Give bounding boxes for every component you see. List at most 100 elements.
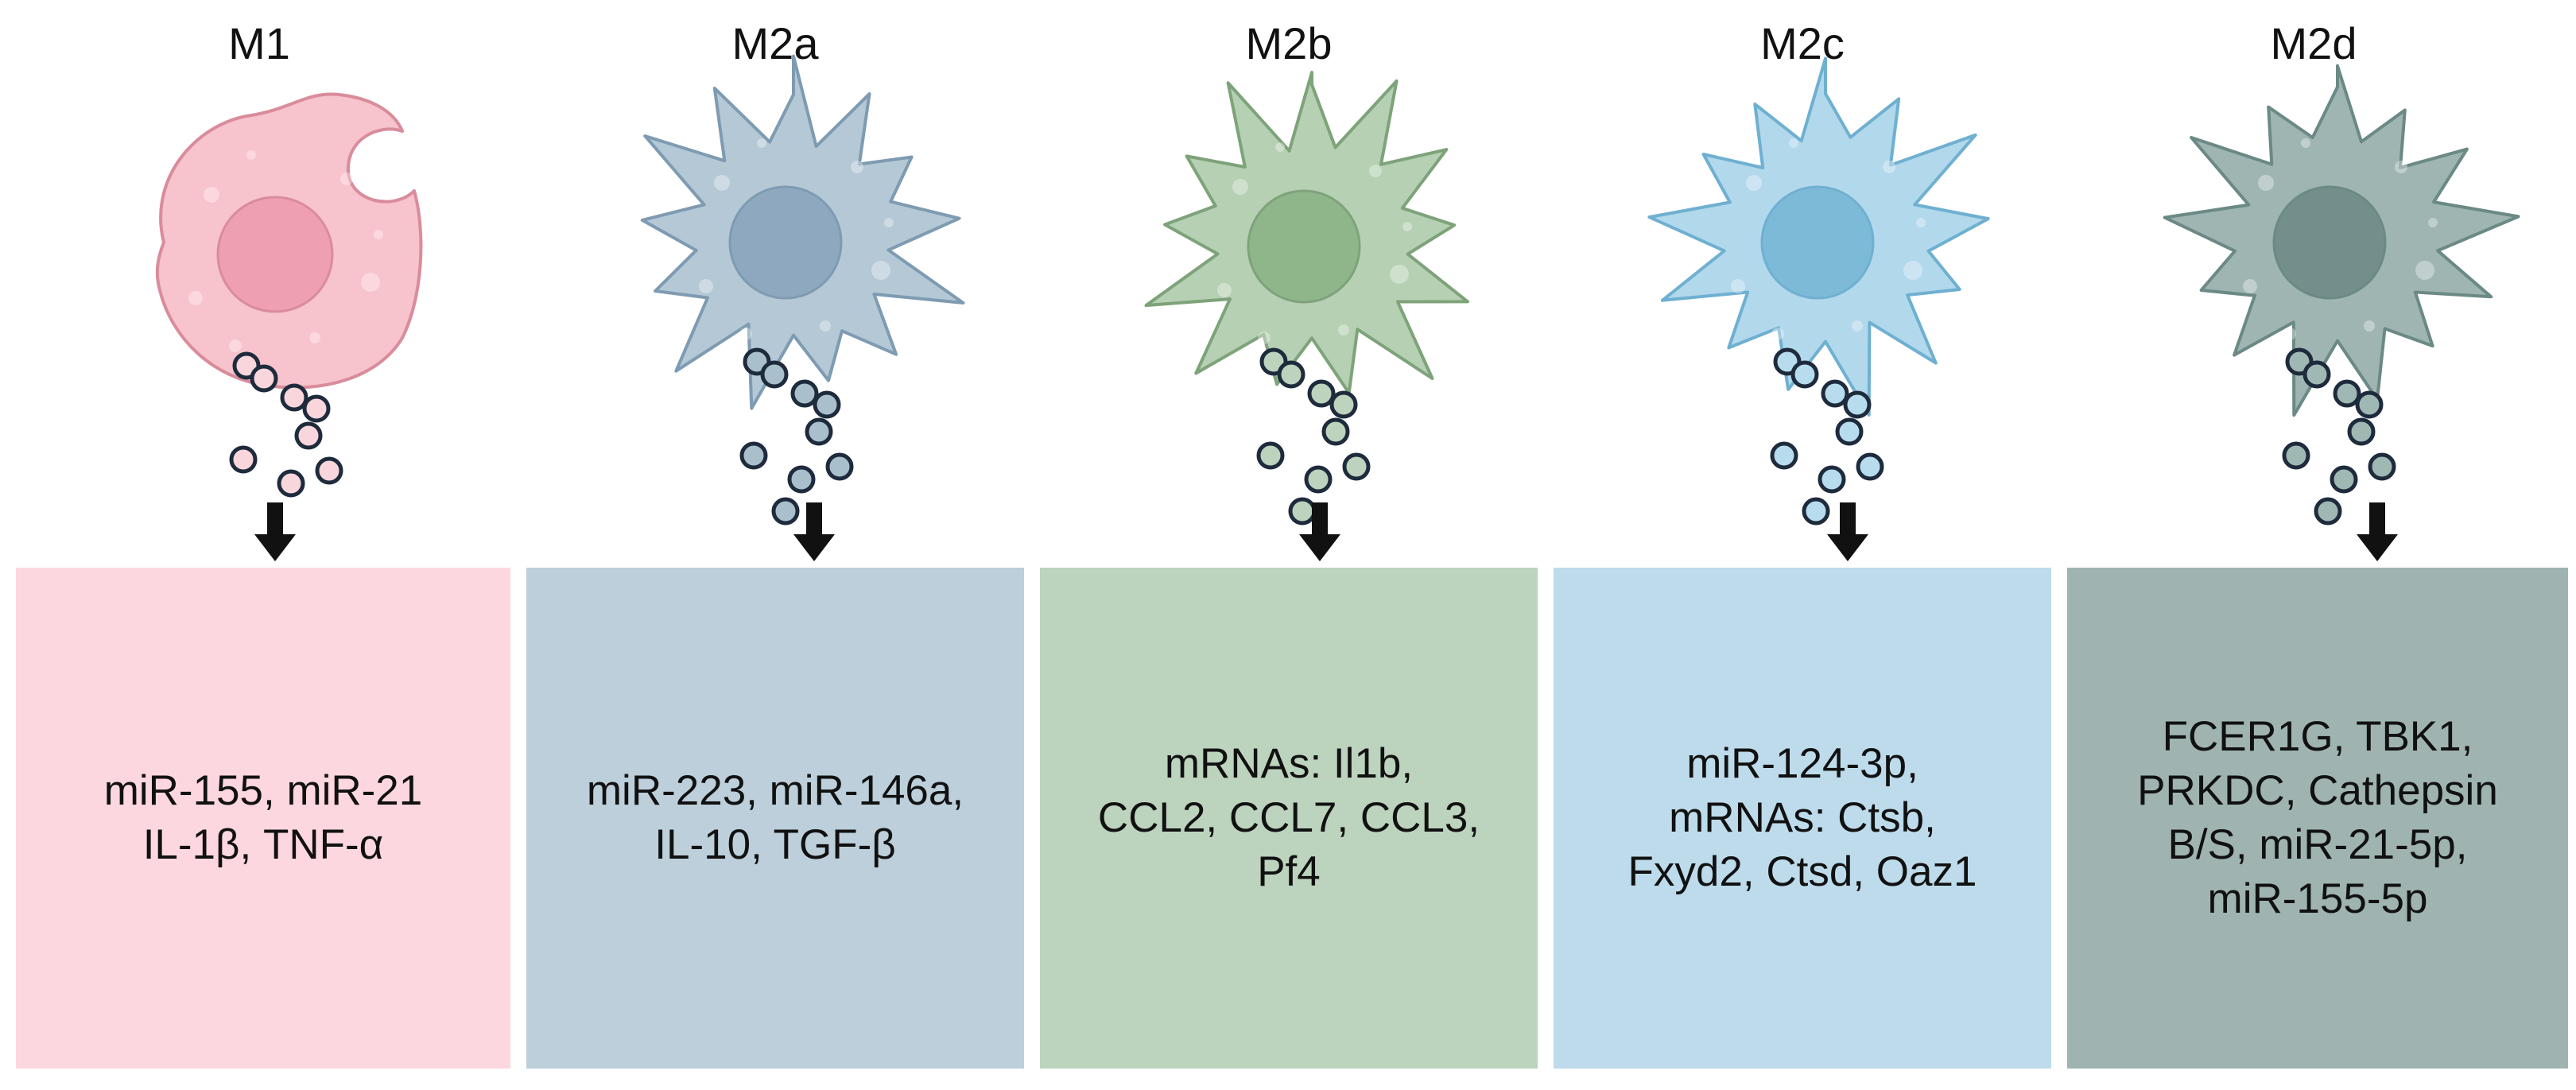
cytoplasm-granule bbox=[2428, 218, 2438, 227]
extracellular-vesicle bbox=[1321, 417, 1350, 446]
marker-line: FCER1G, TBK1, bbox=[2162, 713, 2473, 760]
extracellular-vesicle bbox=[813, 390, 841, 419]
marker-box-m2b: mRNAs: Il1b, CCL2, CCL7, CCL3, Pf4 bbox=[1040, 568, 1538, 1069]
extracellular-vesicle bbox=[771, 497, 800, 526]
extracellular-vesicle bbox=[1256, 441, 1285, 470]
column-title-m2d: M2d bbox=[2270, 18, 2357, 68]
marker-line: mRNAs: Ctsb, bbox=[1669, 794, 1936, 841]
cytoplasm-granule bbox=[1258, 332, 1271, 344]
extracellular-vesicle bbox=[229, 445, 258, 474]
nucleus bbox=[728, 185, 843, 300]
cytoplasm-granule bbox=[1903, 261, 1922, 280]
cytoplasm-granule bbox=[229, 339, 242, 352]
extracellular-vesicle bbox=[805, 417, 833, 446]
cytoplasm-granule bbox=[1390, 265, 1409, 284]
cytoplasm-granule bbox=[1232, 179, 1248, 195]
cytoplasm-granule bbox=[871, 261, 890, 280]
cytoplasm-granule bbox=[1771, 328, 1784, 340]
m2d-cell-illustration bbox=[2163, 64, 2520, 561]
cytoplasm-granule bbox=[739, 328, 752, 340]
extracellular-vesicle bbox=[1288, 497, 1317, 526]
extracellular-vesicle bbox=[1802, 497, 1830, 526]
marker-list-m2c: miR-124-3p, mRNAs: Ctsb, Fxyd2, Ctsd, Oa… bbox=[1628, 737, 1977, 899]
m2c-cell-illustration bbox=[1647, 56, 1990, 561]
down-arrow-icon bbox=[2357, 502, 2398, 561]
extracellular-vesicle bbox=[2314, 497, 2342, 526]
cytoplasm-granule bbox=[1789, 138, 1798, 148]
cytoplasm-granule bbox=[2415, 261, 2434, 280]
cytoplasm-granule bbox=[1916, 218, 1926, 227]
extracellular-vesicle bbox=[1304, 465, 1333, 494]
cytoplasm-granule bbox=[1852, 320, 1863, 332]
extracellular-vesicle bbox=[2368, 452, 2396, 481]
extracellular-vesicle bbox=[2355, 390, 2384, 419]
extracellular-vesicle bbox=[250, 364, 278, 393]
extracellular-vesicle bbox=[1856, 452, 1884, 481]
down-arrow-icon bbox=[1299, 502, 1340, 561]
nucleus bbox=[1760, 185, 1875, 300]
extracellular-vesicle bbox=[1329, 390, 1358, 419]
cytoplasm-granule bbox=[699, 279, 713, 293]
cytoplasm-granule bbox=[714, 175, 730, 191]
marker-line: IL-10, TGF-β bbox=[654, 821, 896, 868]
cytoplasm-granule bbox=[1402, 222, 1412, 231]
extracellular-vesicle bbox=[302, 394, 331, 423]
marker-box-m2a: miR-223, miR-146a, IL-10, TGF-β bbox=[526, 568, 1024, 1069]
marker-list-m2b: mRNAs: Il1b, CCL2, CCL7, CCL3, Pf4 bbox=[1098, 737, 1480, 899]
column-title-m2c: M2c bbox=[1760, 18, 1845, 68]
cytoplasm-granule bbox=[2301, 138, 2310, 148]
marker-line: PRKDC, Cathepsin bbox=[2137, 767, 2498, 814]
cytoplasm-granule bbox=[246, 150, 256, 160]
column-title-m2b: M2b bbox=[1245, 18, 1333, 68]
marker-line: CCL2, CCL7, CCL3, bbox=[1097, 794, 1480, 841]
extracellular-vesicle bbox=[277, 469, 305, 498]
cytoplasm-granule bbox=[374, 230, 383, 239]
extracellular-vesicle bbox=[1790, 360, 1819, 389]
cytoplasm-granule bbox=[1369, 165, 1382, 177]
column-m2d: M2d FCER1G, TBK1, PRKDC, Cathepsin B/S, … bbox=[2059, 0, 2568, 1090]
marker-line: B/S, miR-21-5p, bbox=[2167, 821, 2468, 868]
marker-line: miR-155-5p bbox=[2207, 875, 2428, 922]
extracellular-vesicle bbox=[1821, 379, 1849, 408]
extracellular-vesicle bbox=[739, 441, 768, 470]
marker-line: miR-223, miR-146a, bbox=[586, 767, 964, 814]
extracellular-vesicle bbox=[280, 383, 308, 412]
cytoplasm-granule bbox=[2364, 320, 2375, 332]
down-arrow-icon bbox=[1827, 502, 1868, 561]
cytoplasm-granule bbox=[2283, 328, 2296, 340]
column-m2c: M2c miR-124-3p, mRNAs: Ctsb, Fxyd2, Ctsd… bbox=[1546, 0, 2059, 1090]
cytoplasm-granule bbox=[1883, 161, 1895, 173]
marker-box-m1: miR-155, miR-21 IL-1β, TNF-α bbox=[16, 568, 510, 1069]
extracellular-vesicle bbox=[1307, 379, 1336, 408]
cytoplasm-granule bbox=[851, 161, 863, 173]
extracellular-vesicle bbox=[825, 452, 854, 481]
column-m1: M1 miR-155, miR-21 IL-1β, TNF-α bbox=[8, 0, 510, 1090]
marker-list-m1: miR-155, miR-21 IL-1β, TNF-α bbox=[104, 764, 423, 872]
marker-list-m2d: FCER1G, TBK1, PRKDC, Cathepsin B/S, miR-… bbox=[2137, 710, 2498, 926]
extracellular-vesicle bbox=[1277, 360, 1305, 389]
marker-line: IL-1β, TNF-α bbox=[142, 821, 384, 868]
cytoplasm-granule bbox=[361, 273, 380, 292]
cytoplasm-granule bbox=[757, 138, 766, 148]
extracellular-vesicle bbox=[2282, 441, 2310, 470]
cytoplasm-granule bbox=[309, 332, 320, 343]
cytoplasm-granule bbox=[1746, 175, 1762, 191]
column-title-m2a: M2a bbox=[731, 18, 819, 68]
cytoplasm-granule bbox=[2395, 161, 2407, 173]
column-m2b: M2b mRNAs: Il1b, CCL2, CCL7, CCL3, Pf4 bbox=[1032, 0, 1546, 1090]
extracellular-vesicle bbox=[1770, 441, 1798, 470]
down-arrow-icon bbox=[254, 502, 296, 561]
cytoplasm-granule bbox=[884, 218, 894, 227]
extracellular-vesicle bbox=[1818, 465, 1846, 494]
nucleus bbox=[1247, 189, 1361, 304]
marker-line: Fxyd2, Ctsd, Oaz1 bbox=[1627, 848, 1977, 895]
extracellular-vesicle bbox=[1342, 452, 1371, 481]
marker-line: Pf4 bbox=[1257, 848, 1321, 895]
marker-list-m2a: miR-223, miR-146a, IL-10, TGF-β bbox=[587, 764, 964, 872]
m1-cell-illustration bbox=[155, 92, 423, 561]
cytoplasm-granule bbox=[1275, 142, 1285, 152]
marker-line: miR-155, miR-21 bbox=[103, 767, 423, 814]
marker-line: miR-124-3p, bbox=[1686, 740, 1918, 787]
extracellular-vesicle bbox=[294, 421, 323, 450]
